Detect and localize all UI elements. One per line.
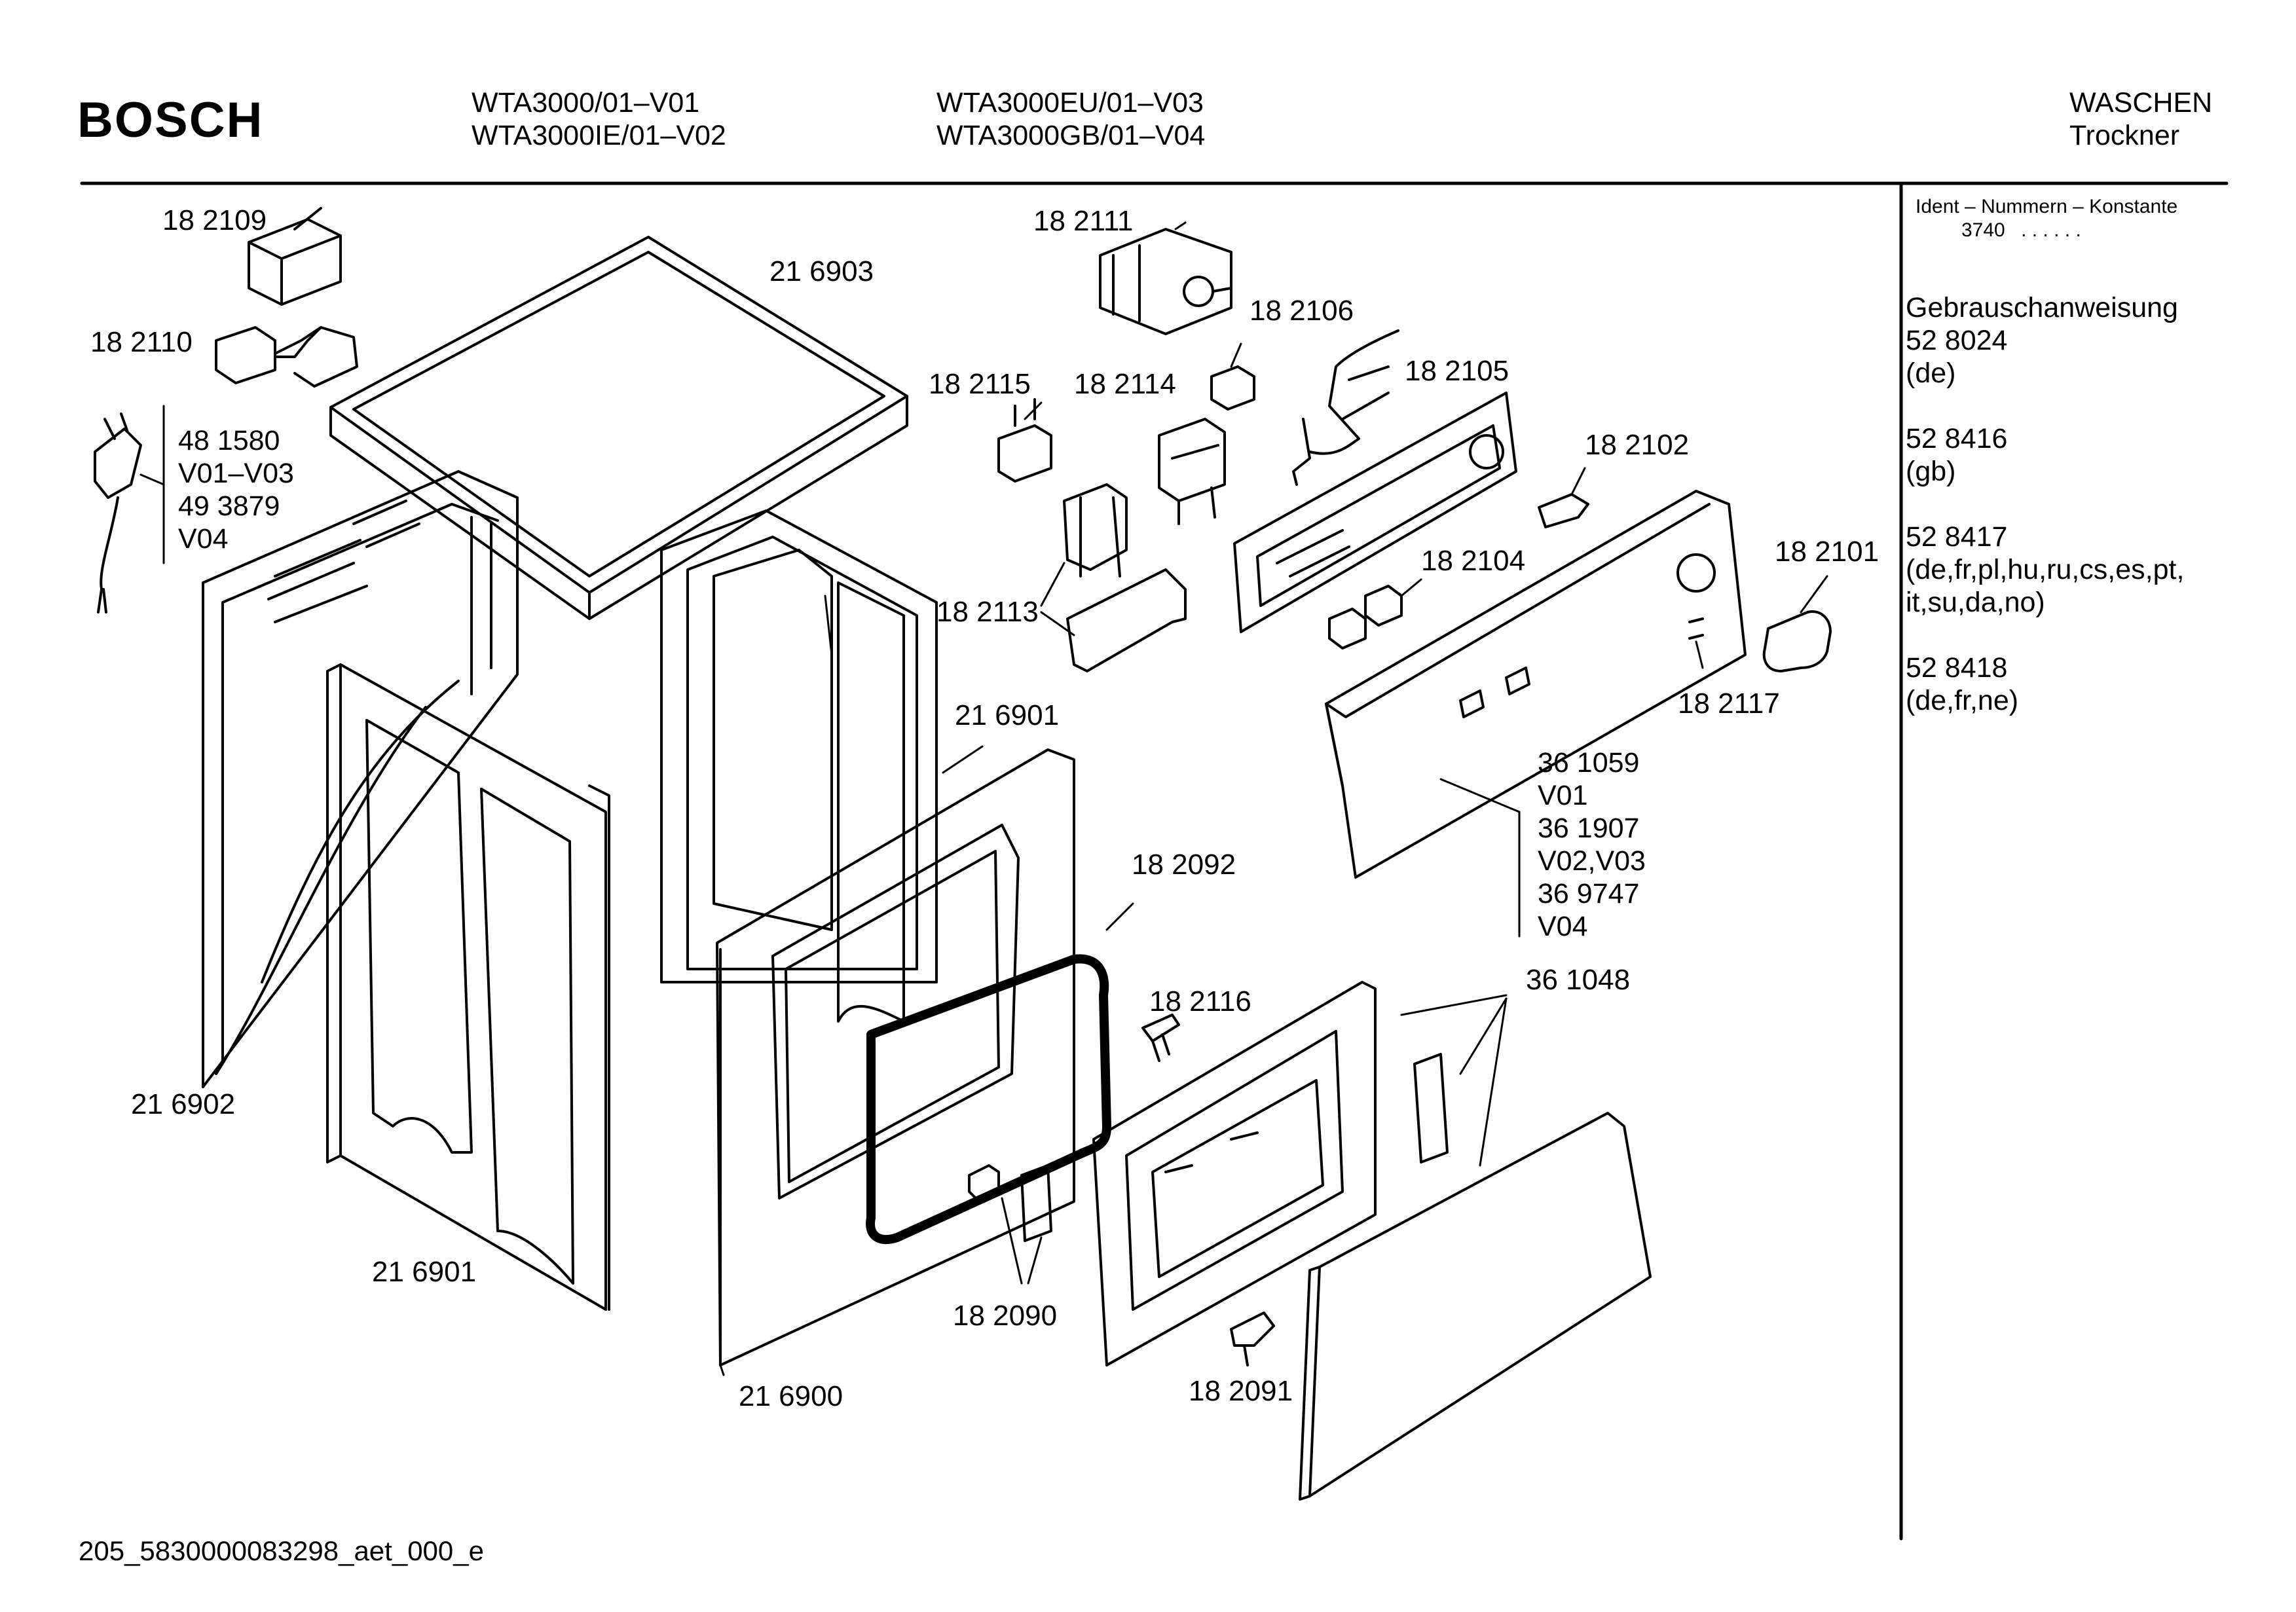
part-label: 21 6903	[769, 255, 874, 287]
category-main: WASCHEN	[2069, 87, 2213, 119]
part-drawing-182117	[1688, 617, 1704, 669]
variant-label: V01–V03	[178, 458, 294, 489]
part-drawing-182115	[997, 398, 1052, 483]
part-label: 21 6902	[131, 1088, 236, 1120]
part-label: 21 6901	[955, 699, 1060, 731]
part-label: 21 6900	[739, 1380, 843, 1412]
model-code: WTA3000IE/01–V02	[472, 120, 726, 151]
part-drawing-216900	[716, 748, 1075, 1376]
brand-logo: BOSCH	[77, 92, 264, 148]
part-drawing-182116	[1141, 1014, 1180, 1062]
part-label: 18 2116	[1149, 985, 1251, 1017]
part-label: 18 2101	[1775, 536, 1879, 568]
part-label: 36 1059	[1538, 747, 1640, 779]
manuals-title: Gebrauschanweisung	[1906, 292, 2178, 323]
manual-number: 52 8416	[1906, 423, 2008, 454]
part-label: 18 2105	[1405, 355, 1509, 387]
document-code: 205_5830000083298_aet_000_e	[79, 1535, 484, 1566]
variant-label: V04	[1538, 911, 1588, 942]
variant-label: V01	[1538, 780, 1588, 811]
part-label: 18 2114	[1074, 368, 1176, 400]
part-drawing-182106	[1210, 342, 1255, 411]
part-label: 18 2106	[1250, 295, 1354, 327]
part-drawing-182091	[1230, 1311, 1275, 1366]
model-code: WTA3000GB/01–V04	[936, 120, 1206, 151]
model-list-2: WTA3000EU/01–V03 WTA3000GB/01–V04	[936, 86, 1205, 152]
variant-label: V04	[178, 523, 229, 555]
part-label: 36 1907	[1538, 813, 1640, 844]
part-drawing-216903	[329, 236, 908, 656]
part-drawing-182111	[1099, 221, 1232, 335]
power-cord-variants: 48 1580 V01–V03 49 3879 V04	[178, 424, 294, 555]
model-code: WTA3000/01–V01	[472, 87, 700, 119]
part-drawing-door-frame	[1092, 981, 1508, 1366]
model-code: WTA3000EU/01–V03	[936, 87, 1204, 119]
part-drawing-power-cord	[94, 405, 165, 614]
part-label: 18 2092	[1132, 849, 1236, 881]
part-drawing-182109	[248, 207, 342, 306]
manual-langs: (gb)	[1906, 456, 1956, 487]
part-label: 21 6901	[372, 1256, 477, 1288]
part-label: 48 1580	[178, 425, 280, 456]
part-label: 18 2113	[936, 596, 1039, 628]
part-drawing-216901-rear	[660, 509, 984, 1023]
category-label: WASCHEN Trockner	[2069, 86, 2212, 152]
part-label: 49 3879	[178, 490, 280, 522]
manual-number: 52 8417	[1906, 521, 2008, 553]
part-drawing-182114	[1158, 418, 1226, 525]
part-label: 18 2090	[953, 1300, 1058, 1332]
variant-label: V02,V03	[1538, 845, 1646, 877]
part-drawing-182113	[1040, 483, 1187, 672]
ident-title: Ident – Nummern – Konstante	[1916, 196, 2178, 217]
part-drawing-216901-left	[326, 663, 610, 1311]
part-label: 18 2109	[162, 204, 267, 236]
ident-value: 3740	[1961, 219, 2005, 241]
manuals-block: Gebrauschanweisung 52 8024 (de) 52 8416 …	[1906, 291, 2184, 717]
manual-langs: it,su,da,no)	[1906, 587, 2045, 618]
part-drawing-182101	[1762, 575, 1832, 672]
model-list-1: WTA3000/01–V01 WTA3000IE/01–V02	[472, 86, 726, 152]
manual-langs: (de,fr,ne)	[1906, 685, 2019, 716]
control-panel-variants: 36 1059 V01 36 1907 V02,V03 36 9747 V04	[1538, 746, 1646, 943]
part-drawing-216902	[202, 470, 519, 1088]
part-label: 18 2110	[90, 326, 193, 358]
part-label: 36 9747	[1538, 878, 1640, 909]
part-label: 18 2102	[1585, 429, 1690, 461]
part-drawing-182102	[1538, 467, 1589, 528]
part-label: 18 2115	[929, 368, 1031, 400]
part-drawing-182092	[866, 902, 1134, 1245]
manual-number: 52 8418	[1906, 652, 2008, 684]
part-label: 18 2091	[1189, 1375, 1293, 1407]
part-drawing-hinge	[1413, 997, 1508, 1163]
part-drawing-control-panel	[1325, 490, 1747, 879]
part-label: 18 2104	[1421, 545, 1526, 577]
part-label: 18 2117	[1678, 687, 1780, 720]
ident-dots: . . . . . .	[2021, 219, 2081, 241]
manual-langs: (de)	[1906, 357, 1956, 389]
part-drawing-182105	[1292, 329, 1399, 486]
part-drawing-control-bracket	[1233, 392, 1517, 633]
ident-row: 3740 . . . . . .	[1961, 219, 2081, 242]
manual-langs: (de,fr,pl,hu,ru,cs,es,pt,	[1906, 554, 2185, 585]
part-drawing-182090	[968, 1164, 1052, 1285]
part-label: 18 2111	[1033, 205, 1134, 237]
category-sub: Trockner	[2069, 120, 2180, 151]
part-drawing-182110	[215, 326, 358, 388]
manual-number: 52 8024	[1906, 325, 2008, 356]
part-drawing-outer-door	[1299, 997, 1652, 1501]
part-label: 36 1048	[1526, 964, 1631, 996]
part-drawing-182104	[1328, 578, 1422, 650]
